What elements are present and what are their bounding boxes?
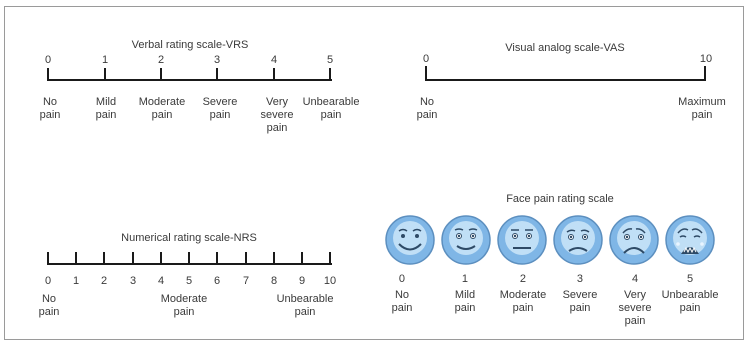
- frowning-face-icon: [553, 215, 603, 265]
- vas-title: Visual analog scale-VAS: [505, 42, 625, 54]
- nrs-number-0: 0: [44, 275, 52, 287]
- nrs-number-6: 6: [213, 275, 221, 287]
- vrs-number-3: 3: [213, 54, 221, 66]
- vrs-tick-0: [47, 68, 49, 81]
- nrs-title: Numerical rating scale-NRS: [121, 232, 257, 244]
- nrs-number-5: 5: [185, 275, 193, 287]
- nrs-tick-4: [160, 252, 162, 265]
- nrs-tick-10: [329, 252, 331, 265]
- nrs-axis-line: [48, 263, 332, 265]
- nrs-number-7: 7: [242, 275, 250, 287]
- vrs-axis-line: [48, 79, 332, 81]
- vas-min-number: 0: [422, 53, 430, 65]
- vrs-tick-5: [329, 68, 331, 81]
- vas-axis-line: [426, 79, 706, 81]
- nrs-tick-1: [75, 252, 77, 265]
- vas-tick-min: [425, 66, 427, 81]
- nrs-tick-6: [216, 252, 218, 265]
- nrs-number-1: 1: [72, 275, 80, 287]
- nrs-tick-9: [301, 252, 303, 265]
- nrs-number-9: 9: [298, 275, 306, 287]
- vrs-number-2: 2: [157, 54, 165, 66]
- nrs-tick-7: [245, 252, 247, 265]
- vrs-number-1: 1: [101, 54, 109, 66]
- vas-tick-max: [704, 66, 706, 81]
- vrs-tick-2: [160, 68, 162, 81]
- vas-max-number: 10: [699, 53, 713, 65]
- nrs-tick-3: [132, 252, 134, 265]
- nrs-number-2: 2: [100, 275, 108, 287]
- vrs-number-4: 4: [270, 54, 278, 66]
- nrs-number-3: 3: [129, 275, 137, 287]
- vrs-tick-1: [104, 68, 106, 81]
- sad-face-icon: [609, 215, 659, 265]
- vrs-tick-4: [273, 68, 275, 81]
- slight-smile-face-icon: [441, 215, 491, 265]
- vrs-tick-3: [216, 68, 218, 81]
- faces-title: Face pain rating scale: [506, 193, 614, 205]
- nrs-number-10: 10: [323, 275, 337, 287]
- nrs-tick-5: [188, 252, 190, 265]
- nrs-number-8: 8: [270, 275, 278, 287]
- nrs-tick-0: [47, 252, 49, 265]
- vrs-title: Verbal rating scale-VRS: [131, 39, 249, 51]
- crying-face-icon: [665, 215, 715, 265]
- nrs-number-4: 4: [157, 275, 165, 287]
- vrs-number-5: 5: [326, 54, 334, 66]
- nrs-tick-8: [273, 252, 275, 265]
- smiling-face-icon: [385, 215, 435, 265]
- neutral-face-icon: [497, 215, 547, 265]
- nrs-tick-2: [103, 252, 105, 265]
- figure-frame: [4, 6, 744, 340]
- vrs-number-0: 0: [44, 54, 52, 66]
